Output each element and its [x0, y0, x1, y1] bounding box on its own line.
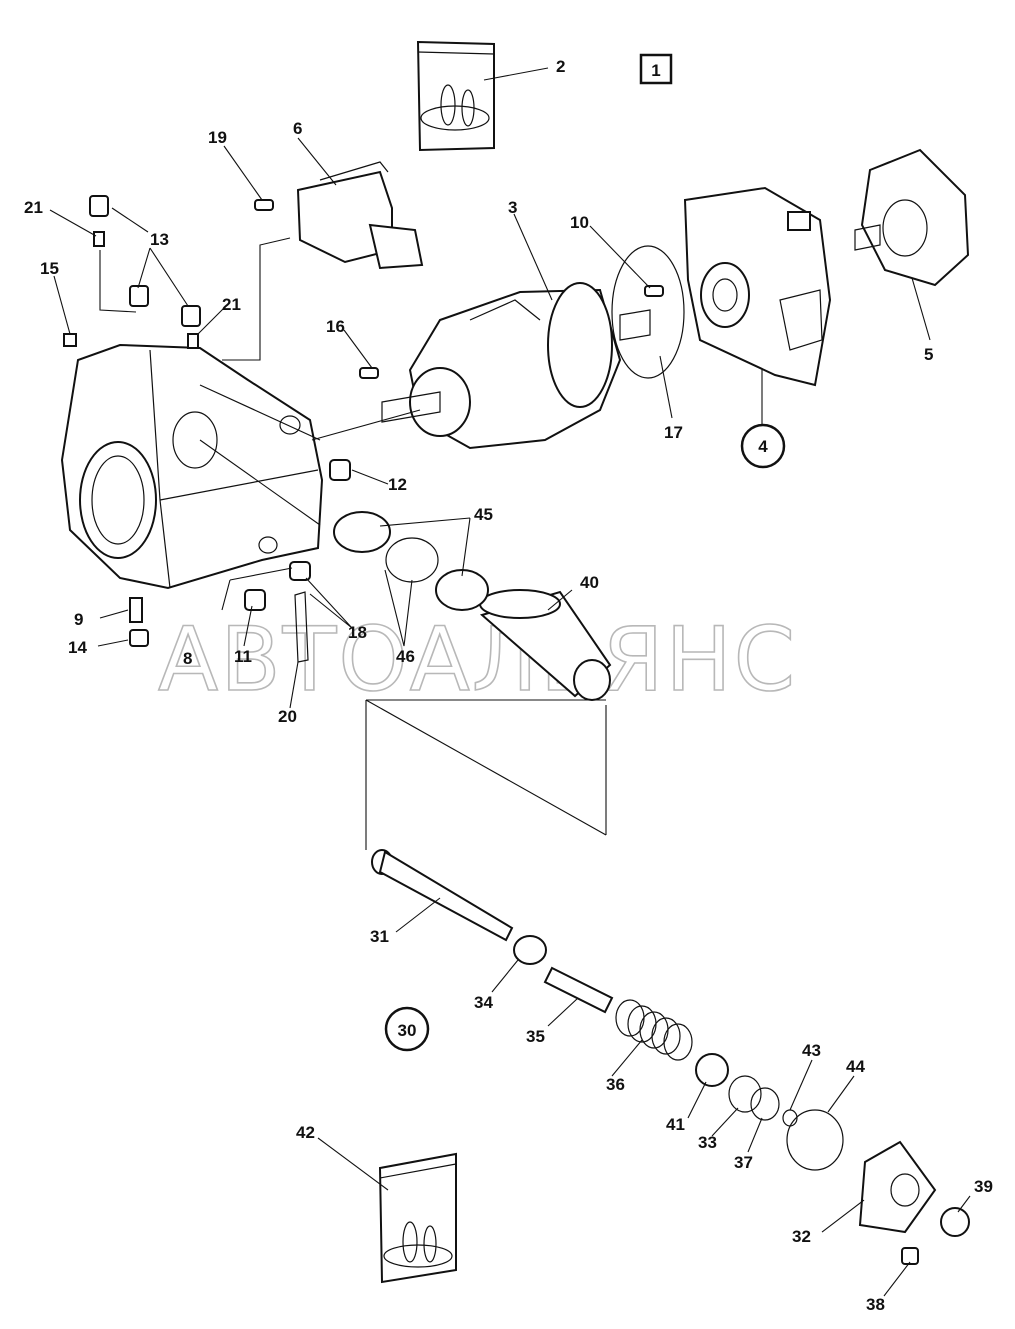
label-18: 18	[348, 623, 367, 642]
leader-lines	[49, 67, 971, 1297]
label-46: 46	[396, 647, 415, 666]
label-5: 5	[924, 345, 933, 364]
watermark-text: АВТОАЛЬЯНС	[158, 608, 797, 711]
label-21-top: 21	[24, 198, 43, 217]
o-ring-17	[611, 245, 685, 379]
label-19: 19	[208, 128, 227, 147]
label-39: 39	[974, 1177, 993, 1196]
pump-housing-8	[60, 343, 324, 590]
label-35: 35	[526, 1027, 545, 1046]
seal-kit-bag-2	[416, 40, 495, 152]
label-11: 11	[234, 647, 252, 666]
label-37: 37	[734, 1153, 753, 1172]
label-14: 14	[68, 638, 87, 657]
seal-kit-bag-42	[378, 1152, 457, 1284]
boxed-label-1: 1	[639, 53, 673, 85]
charge-pump-5	[854, 148, 970, 287]
label-34: 34	[474, 993, 493, 1012]
label-8: 8	[183, 649, 192, 668]
rotary-group-3	[381, 282, 651, 450]
label-16: 16	[326, 317, 345, 336]
label-33: 33	[698, 1133, 717, 1152]
circled-label-30: 30	[384, 1006, 430, 1052]
label-40: 40	[580, 573, 599, 592]
label-41: 41	[666, 1115, 685, 1134]
label-6: 6	[293, 119, 302, 138]
label-45: 45	[474, 505, 493, 524]
label-10: 10	[570, 213, 589, 232]
label-13: 13	[150, 230, 169, 249]
label-17: 17	[664, 423, 683, 442]
label-2: 2	[556, 57, 565, 76]
circled-label-4: 4	[740, 423, 786, 469]
label-36: 36	[606, 1075, 625, 1094]
svg-text:1: 1	[651, 61, 660, 80]
spring-assembly	[513, 935, 970, 1265]
label-31: 31	[370, 927, 389, 946]
bushings-45-46	[333, 511, 489, 611]
label-44: 44	[846, 1057, 865, 1076]
part-labels: 2 3 5 6 8 9 10 11 12 13 14 15 16 17 18 1…	[24, 57, 993, 1314]
label-9: 9	[74, 610, 83, 629]
label-43: 43	[802, 1041, 821, 1060]
label-42: 42	[296, 1123, 315, 1142]
end-plate-4	[683, 186, 832, 387]
bolt-31	[371, 849, 514, 942]
label-3: 3	[508, 198, 517, 217]
label-20: 20	[278, 707, 297, 726]
label-12: 12	[388, 475, 407, 494]
label-38: 38	[866, 1295, 885, 1314]
servo-piston-40	[479, 589, 612, 701]
svg-text:30: 30	[398, 1021, 417, 1040]
label-15: 15	[40, 259, 59, 278]
label-21-right: 21	[222, 295, 241, 314]
control-valve-6	[296, 161, 424, 270]
svg-text:4: 4	[758, 437, 768, 456]
label-32: 32	[792, 1227, 811, 1246]
